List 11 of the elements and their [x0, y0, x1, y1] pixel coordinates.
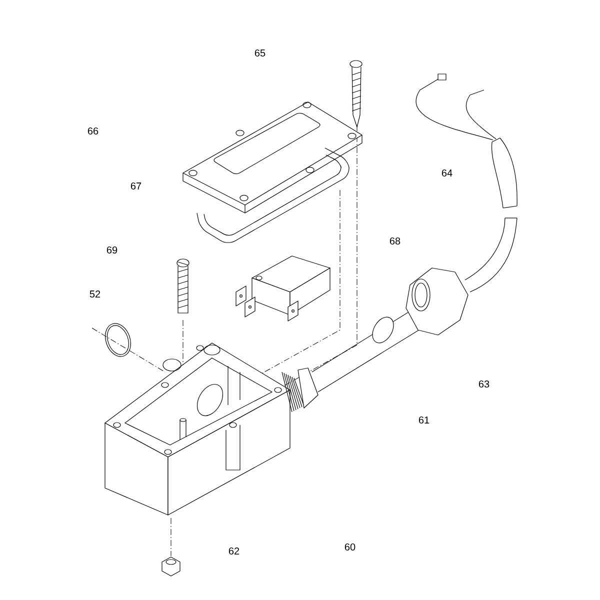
callout-number: 65	[254, 49, 266, 57]
callout-number: 69	[106, 246, 118, 254]
callout-number: 63	[478, 380, 490, 388]
callout-number: 52	[90, 290, 100, 298]
callout-number: 66	[88, 127, 98, 135]
callout-number: 62	[228, 547, 240, 555]
callout-number: 68	[390, 237, 400, 245]
callout-number: 61	[418, 416, 430, 424]
callout-number: 60	[344, 543, 356, 551]
callout-number: 64	[442, 169, 452, 177]
callout-number: 67	[130, 182, 142, 190]
